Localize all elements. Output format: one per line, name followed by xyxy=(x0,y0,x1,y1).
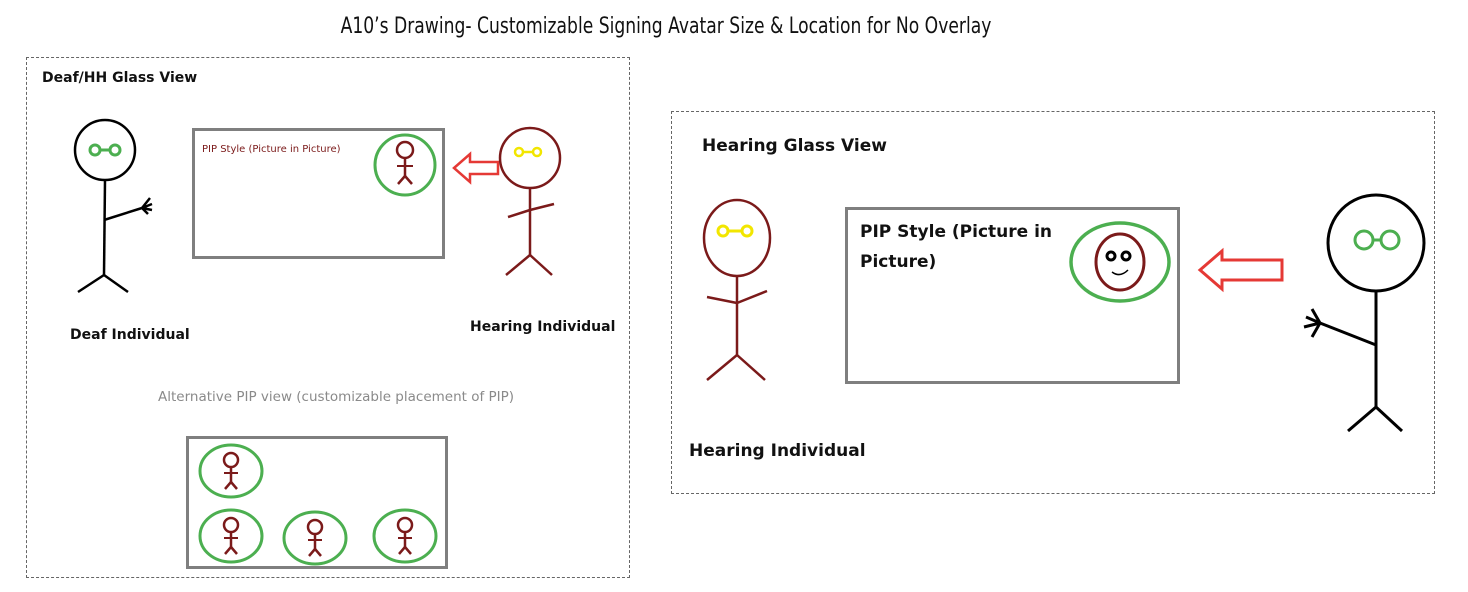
deaf-individual-label: Deaf Individual xyxy=(70,327,190,343)
left-arrow-icon xyxy=(452,151,500,185)
page-title: A10’s Drawing- Customizable Signing Avat… xyxy=(340,14,992,39)
alt-avatar-bottom-center-icon xyxy=(282,510,348,566)
alt-avatar-bottom-left-icon xyxy=(198,508,264,564)
right-panel-left-arrow-icon xyxy=(1197,247,1284,293)
deaf-individual-figure-right-icon xyxy=(1303,193,1426,433)
smiley-avatar-icon xyxy=(1069,221,1171,303)
deaf-individual-figure-icon xyxy=(73,118,153,294)
hearing-individual-label-right: Hearing Individual xyxy=(689,441,866,461)
pip-avatar-icon xyxy=(373,133,437,197)
alt-avatar-bottom-right-icon xyxy=(372,508,438,564)
pip-style-label-right-line2: Picture) xyxy=(860,252,937,272)
deaf-glass-view-panel xyxy=(26,57,630,578)
deaf-glass-view-heading: Deaf/HH Glass View xyxy=(42,70,198,86)
hearing-individual-figure-right-icon xyxy=(702,198,772,381)
pip-style-label: PIP Style (Picture in Picture) xyxy=(202,144,341,155)
alternative-pip-caption: Alternative PIP view (customizable place… xyxy=(158,389,515,405)
hearing-individual-label-left: Hearing Individual xyxy=(470,319,616,335)
alt-avatar-top-left-icon xyxy=(198,443,264,499)
hearing-individual-figure-icon xyxy=(498,126,562,276)
pip-style-label-right-line1: PIP Style (Picture in xyxy=(860,222,1053,242)
hearing-glass-view-panel xyxy=(671,111,1435,494)
hearing-glass-view-heading: Hearing Glass View xyxy=(702,136,887,156)
